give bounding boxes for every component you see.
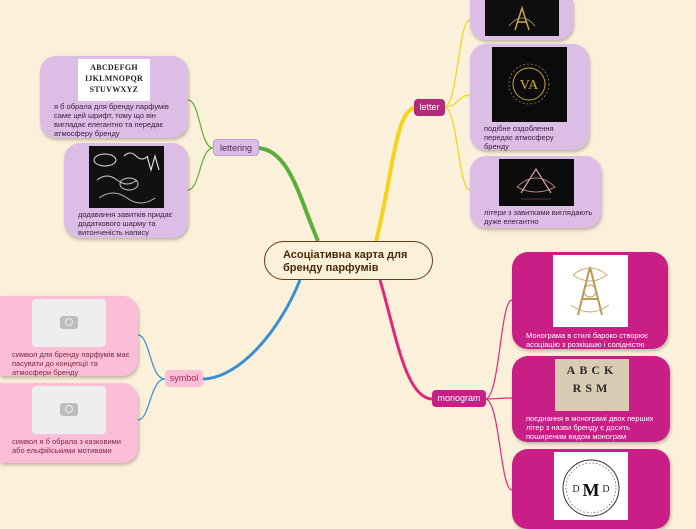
monogram-card-1[interactable]: Монограма в стилі бароко створює асоціац… (512, 252, 668, 349)
topic-letter[interactable]: letter (414, 99, 445, 116)
swirl-lettering-art (93, 152, 160, 204)
camera-icon (60, 403, 78, 416)
symbol-card-2[interactable]: символ я б обрала з казковими або ельфій… (0, 383, 138, 463)
script-monogram-image (499, 159, 574, 206)
topic-lettering[interactable]: lettering (213, 139, 259, 156)
topic-lettering-label: lettering (219, 143, 253, 153)
dmd-monogram-image: D M D (554, 452, 628, 520)
lettering-caption-1: я б обрала для бренду парфумів саме цей … (54, 102, 169, 138)
font-sample-row: ABCDEFGH (90, 63, 138, 72)
monogram-letter: S (585, 381, 597, 395)
monogram-letter: R (572, 381, 586, 395)
branch-line-letter (374, 106, 415, 242)
sub-line-symbol-2 (137, 378, 166, 421)
central-topic-title: Асоціативна карта для бренду парфумів (283, 249, 408, 274)
symbol-caption-2: символ я б обрала з казковими або ельфій… (12, 437, 121, 455)
monogram-letter-d-right: D (602, 484, 609, 495)
gold-monogram-art: VA (508, 63, 550, 105)
gold-monogram-image: VA (492, 47, 567, 122)
dmd-monogram-art: D M D (562, 459, 620, 517)
monogram-va-text: VA (520, 78, 539, 93)
letter-caption-2: подібне оздоблення передає атмосферу бре… (484, 124, 554, 151)
sub-line-letter-2 (443, 94, 471, 108)
sub-line-lettering-1 (187, 99, 214, 149)
monogram-letter: A (566, 363, 580, 377)
lettering-caption-2: додавання завитків придає додаткового ша… (78, 210, 173, 237)
image-placeholder (32, 299, 106, 347)
alphabet-font-image: ABCDEFGH IJKLMNOPQR STUVWXYZ (78, 59, 150, 101)
monogram-letter: B (579, 363, 592, 377)
font-sample-row: IJKLMNOPQR (84, 74, 144, 83)
script-monogram-art (516, 167, 556, 200)
letter-card-3[interactable]: літери з завитками виглядають дуже елега… (470, 156, 601, 228)
monogram-letter: C (591, 363, 604, 377)
branch-line-symbol (202, 279, 302, 381)
image-placeholder (32, 386, 106, 434)
ornate-letter-a-image (485, 0, 559, 36)
monogram-card-3[interactable]: D M D (512, 449, 670, 529)
branch-line-lettering (257, 146, 320, 242)
sub-line-monogram-2 (484, 397, 513, 400)
letter-card-1[interactable] (470, 0, 573, 40)
lettering-card-1[interactable]: ABCDEFGH IJKLMNOPQR STUVWXYZ я б обрала … (40, 56, 188, 138)
letter-card-2[interactable]: VA подібне оздоблення передає атмосферу … (470, 44, 589, 151)
font-sample-row: STUVWXYZ (89, 85, 139, 94)
monogram-letter-m: M (583, 480, 600, 500)
topic-letter-label: letter (419, 102, 440, 112)
sub-line-monogram-1 (484, 299, 513, 400)
letter-caption-3: літери з завитками виглядають дуже елега… (484, 208, 593, 226)
baroque-monogram-image (553, 255, 628, 327)
baroque-monogram-art (570, 266, 610, 316)
topic-symbol-label: symbol (169, 373, 199, 383)
sub-line-monogram-3 (484, 398, 513, 491)
sub-line-symbol-1 (137, 334, 166, 380)
monogram-card-2[interactable]: ABCK RSM поєднання в монограмі двох перш… (512, 356, 670, 442)
topic-monogram[interactable]: monogram (432, 390, 486, 407)
camera-icon (60, 316, 78, 329)
sub-line-letter-3 (443, 106, 471, 191)
central-topic[interactable]: Асоціативна карта для бренду парфумів (264, 241, 433, 280)
topic-symbol[interactable]: symbol (165, 370, 203, 387)
sub-line-lettering-2 (187, 147, 214, 191)
swirl-lettering-image (89, 146, 164, 208)
monogram-letter: K (604, 363, 618, 377)
symbol-caption-1: символ для бренду парфумів має пасувати … (12, 350, 130, 377)
monogram-letter-d-left: D (572, 484, 579, 495)
branch-line-monogram (378, 279, 433, 401)
ornate-letter-a-art (508, 5, 536, 31)
monogram-letters-image: ABCK RSM (555, 359, 629, 411)
lettering-card-2[interactable]: додавання завитків придає додаткового ша… (64, 143, 188, 238)
topic-monogram-label: monogram (437, 393, 481, 403)
monogram-caption-1: Монограма в стилі бароко створює асоціац… (526, 331, 649, 349)
sub-line-letter-1 (443, 19, 471, 108)
monogram-letter: M (596, 381, 612, 395)
symbol-card-1[interactable]: символ для бренду парфумів має пасувати … (0, 296, 138, 377)
monogram-caption-2: поєднання в монограмі двох перших літер … (526, 414, 654, 441)
